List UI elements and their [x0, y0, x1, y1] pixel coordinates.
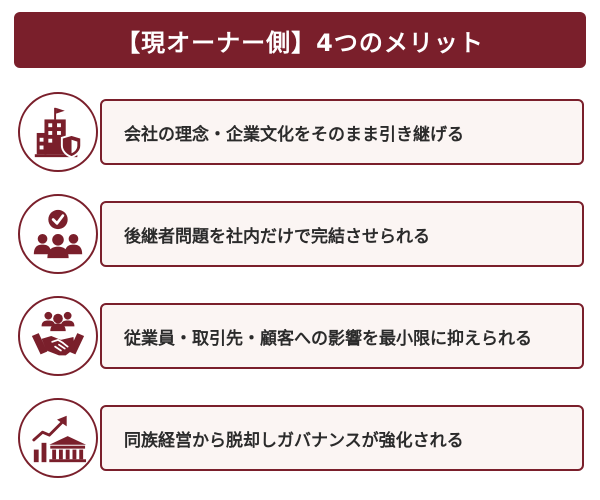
merit-icon-badge: [18, 398, 98, 478]
merit-text-box: 同族経営から脱却しガバナンスが強化される: [100, 405, 584, 471]
merit-text-box: 従業員・取引先・顧客への影響を最小限に抑えられる: [100, 303, 584, 369]
merit-text: 後継者問題を社内だけで完結させられる: [124, 226, 430, 247]
merit-text: 会社の理念・企業文化をそのまま引き継げる: [124, 124, 464, 145]
merit-icon-badge: [18, 296, 98, 376]
merit-text-box: 後継者問題を社内だけで完結させられる: [100, 201, 584, 267]
handshake-people-icon: [31, 311, 85, 356]
header-banner: 【現オーナー側】4つのメリット: [14, 12, 586, 68]
merit-item: 同族経営から脱却しガバナンスが強化される: [18, 398, 584, 478]
merit-item: 従業員・取引先・顧客への影響を最小限に抑えられる: [18, 296, 584, 376]
merit-icon-badge: [18, 92, 98, 172]
team-check-icon: [33, 209, 83, 259]
merit-text-box: 会社の理念・企業文化をそのまま引き継げる: [100, 99, 584, 165]
merit-icon-badge: [18, 194, 98, 274]
page-title: 【現オーナー側】4つのメリット: [116, 28, 484, 57]
merit-text: 同族経営から脱却しガバナンスが強化される: [124, 430, 464, 451]
building-shield-icon: [34, 107, 83, 159]
merit-item: 後継者問題を社内だけで完結させられる: [18, 194, 584, 274]
merit-item: 会社の理念・企業文化をそのまま引き継げる: [18, 92, 584, 172]
growth-chart-bank-icon: [32, 415, 87, 463]
merit-text: 従業員・取引先・顧客への影響を最小限に抑えられる: [124, 328, 532, 349]
